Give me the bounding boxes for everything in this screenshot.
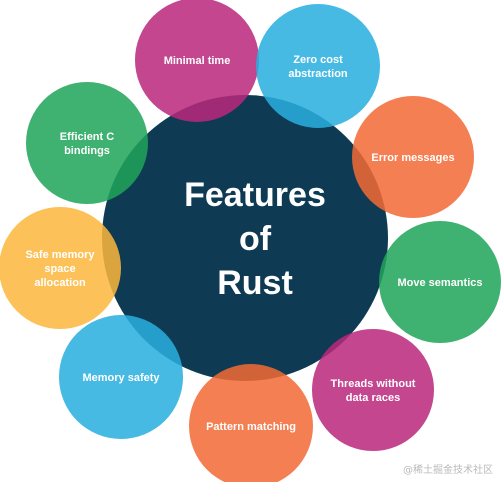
feature-label-zero-cost-abstraction: Zero cost [293,54,343,66]
feature-circle-zero-cost-abstraction [256,4,380,128]
center-title-line: Rust [217,264,293,302]
feature-circle-threads-without-data-races [312,329,434,451]
center-title-line: Features [184,176,326,214]
feature-label-threads-without-data-races: data races [346,392,400,404]
feature-label-safe-memory-space-allocation: space [44,263,75,275]
feature-label-efficient-c-bindings: Efficient C [60,131,114,143]
feature-circle-pattern-matching [189,364,313,482]
feature-label-memory-safety: Memory safety [82,372,160,384]
feature-label-safe-memory-space-allocation: Safe memory [25,249,95,261]
feature-label-efficient-c-bindings: bindings [64,145,110,157]
feature-circle-memory-safety [59,315,183,439]
feature-circle-error-messages [352,96,474,218]
feature-label-threads-without-data-races: Threads without [331,378,416,390]
feature-label-safe-memory-space-allocation: allocation [34,277,86,289]
feature-label-pattern-matching: Pattern matching [206,421,296,433]
feature-label-zero-cost-abstraction: abstraction [288,68,348,80]
center-title-line: of [239,220,272,258]
feature-circle-efficient-c-bindings [26,82,148,204]
feature-label-move-semantics: Move semantics [398,277,483,289]
feature-circle-safe-memory-space-allocation [0,207,121,329]
watermark-text: @稀土掘金技术社区 [403,465,493,476]
center-circle [102,95,388,381]
feature-label-minimal-time: Minimal time [164,55,231,67]
feature-label-error-messages: Error messages [371,152,454,164]
feature-circle-move-semantics [379,221,501,343]
feature-circle-minimal-time [135,0,259,122]
